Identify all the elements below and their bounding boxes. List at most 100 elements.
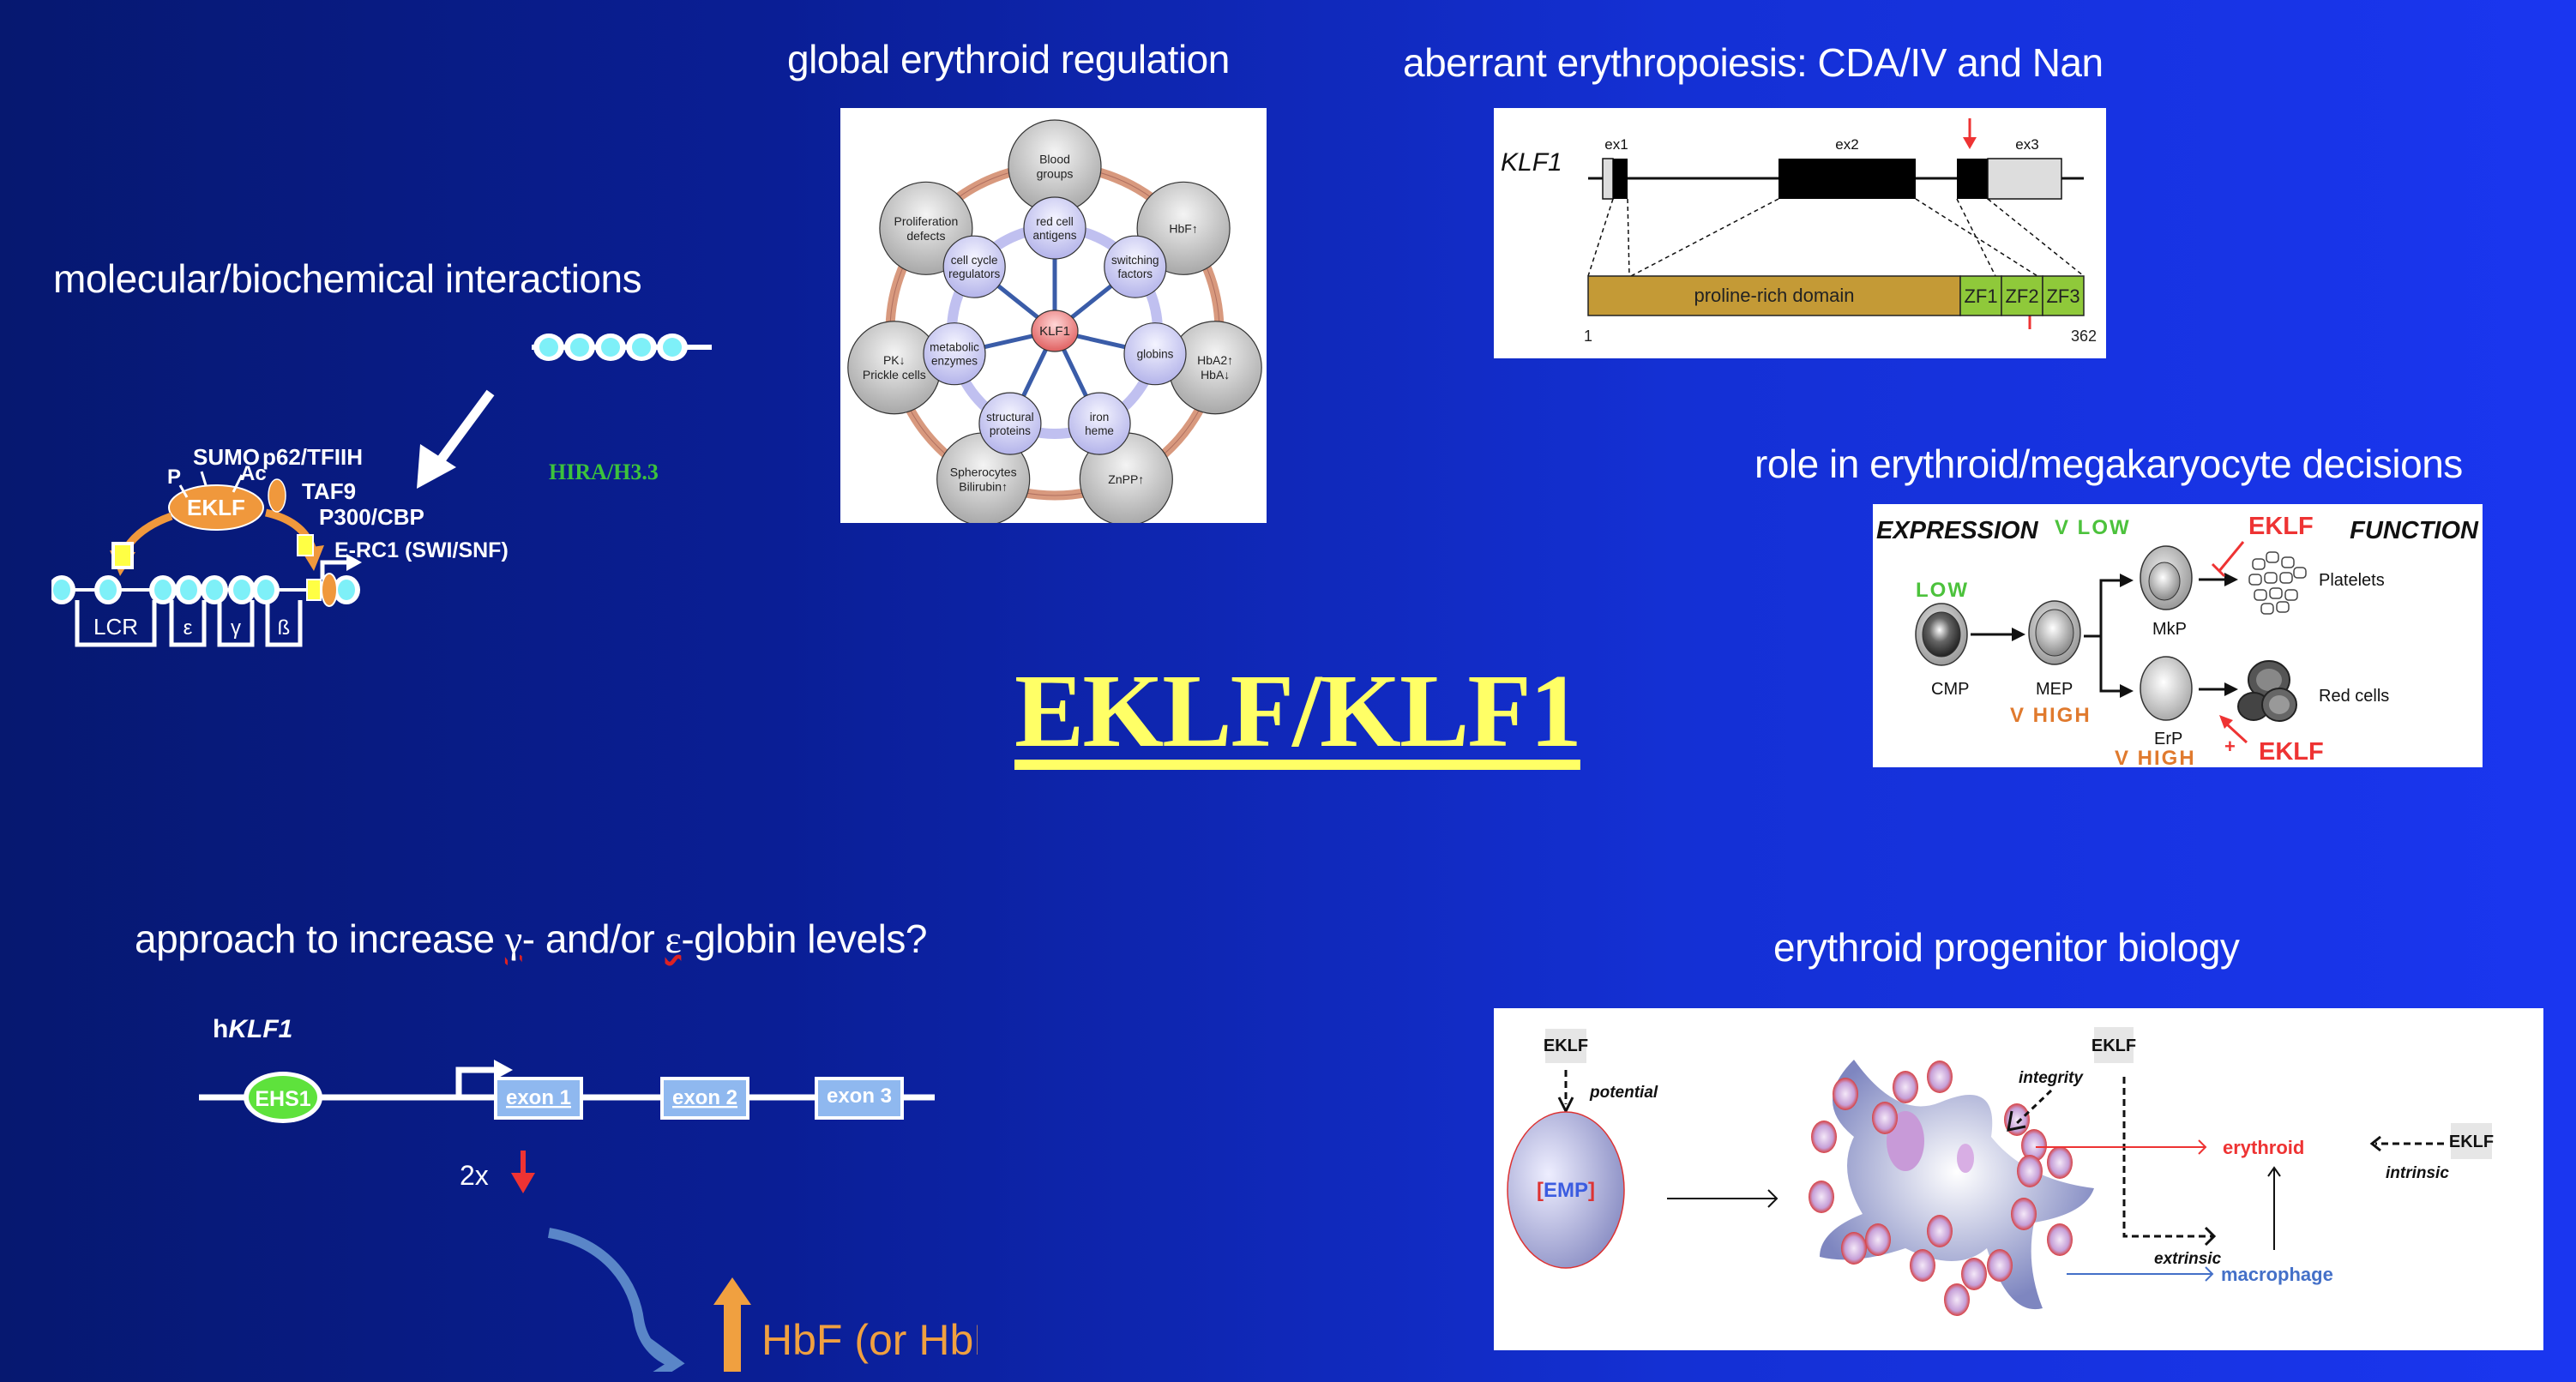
outer-node-label: groups [1037,167,1074,181]
outer-node: ZnPP↑ [1079,432,1173,523]
hklf1-promoter-arrow-icon [455,1060,513,1097]
exon1-utr [1602,158,1614,200]
partner-erc1: E-RC1 (SWI/SNF) [334,538,509,562]
red-cells-icon [2237,660,2297,722]
ehs1-enhancer: EHS1 [244,1072,322,1123]
red-blood-cell [1872,1102,1898,1134]
red-blood-cell [2017,1155,2043,1187]
intrinsic-label: intrinsic [2386,1164,2449,1182]
red-blood-cell [1893,1071,1918,1103]
red-blood-cell [2047,1223,2073,1256]
zf3-label: ZF3 [2046,285,2079,307]
partner-p300: P300/CBP [319,504,424,530]
heading-role-decisions: role in erythroid/megakaryocyte decision… [1754,442,2463,486]
outer-node-label: Proliferation [894,214,959,228]
nucleosome-array-icon [532,333,712,361]
extrinsic-arrow-icon [2122,1077,2217,1247]
integrity-arrow-icon [2007,1089,2053,1132]
red-blood-cell [2011,1198,2037,1230]
exon1-label: ex1 [1604,136,1628,153]
gene-label: KLF1 [1501,148,1562,177]
mep-cell [2028,600,2081,665]
progenitor-biology-diagram: EKLF EKLF EKLF potential [EMP] integrity [1507,1027,2494,1316]
erp-cell [2140,656,2193,721]
red-blood-cell [2021,1129,2047,1162]
intrinsic-arrow-icon [2369,1135,2444,1152]
locus-epsilon: ε [184,616,193,640]
mep-expression-vhigh: V HIGH [2010,704,2091,727]
red-cells-label: Red cells [2319,687,2389,706]
reduction-arrow-icon [511,1151,535,1193]
red-blood-cell [1865,1223,1891,1256]
eklf-label-potential: EKLF [1544,1036,1588,1055]
factor-square-right [297,534,314,556]
emp-label: [EMP] [1537,1179,1595,1202]
zinc-finger-3 [2042,275,2085,316]
mkp-expression-vlow: V LOW [2055,516,2131,539]
erythroblastic-island-icon [1809,1060,2094,1316]
inhibition-icon [2211,541,2245,578]
eklf-arrow-right-icon [264,508,324,571]
locus-lcr: LCR [93,614,138,640]
proline-rich-label: proline-rich domain [1694,285,1854,306]
outer-node-label: ZnPP↑ [1108,472,1144,486]
expression-heading: EXPRESSION [1876,517,2039,544]
exon2-label: ex2 [1835,136,1858,153]
mep-label: MEP [2036,680,2073,699]
outer-node-label: Spherocytes [950,465,1017,478]
acetyl-label: Ac [240,462,267,485]
red-blood-cell [1811,1121,1837,1153]
inner-node-label: regulators [948,267,1000,280]
heading-global-regulation: global erythroid regulation [787,37,1230,81]
outer-node-label: Bilirubin↑ [959,479,1008,493]
inner-node-label: cell cycle [951,254,998,267]
eklf-label-intrinsic: EKLF [2449,1133,2494,1151]
inner-node-label: enzymes [931,355,978,368]
curved-arrow-icon [547,1228,685,1372]
inner-node-label: structural [986,411,1034,424]
eklf-inhibit-label: EKLF [2248,513,2314,540]
page-title: EKLF/KLF1 [1014,653,1582,769]
inner-node-label: switching [1111,254,1159,267]
mkp-label: MkP [2152,620,2187,639]
inner-node-label: antigens [1032,229,1076,242]
klf1-gene-diagram: KLF1 ex1 ex2 ex3 pr [1501,118,2097,345]
exon3-label: ex3 [2015,136,2038,153]
hklf1-label: hKLF1 [213,1015,292,1043]
partner-p62: p62/TFIIH [262,444,363,470]
zf1-label: ZF1 [1964,285,1997,307]
hbf-outcome-label: HbF (or HbE) [761,1316,978,1364]
inner-node-label: factors [1118,267,1153,280]
integrity-label: integrity [2019,1069,2084,1087]
activation-arrow-icon [2219,715,2248,744]
epsilon-symbol: ε [665,917,682,961]
inner-node-label: metabolic [930,341,979,354]
molecular-interactions-diagram: HIRA/H3.3 EKLF P SUMO Ac p62/TFIIH TAF9 … [51,333,712,647]
red-blood-cell [1944,1283,1970,1316]
heading-approach: approach to increase γ- and/or ε-globin … [135,916,927,962]
outer-node-label: PK↓ [883,353,906,367]
hklf1-exon-1: exon 1 [494,1077,583,1120]
hklf1-gene-approach-diagram: hKLF1 EHS1 exon 1 exon 2 exon 3 2x HbF (… [199,1015,978,1372]
red-blood-cell [1910,1249,1935,1282]
red-blood-cell [1841,1232,1867,1265]
red-blood-cell [2047,1146,2073,1179]
partner-taf9: TAF9 [302,478,356,504]
exon1-coding [1613,159,1628,199]
inner-node-label: heme [1085,424,1114,437]
inner-node-label: globins [1137,348,1174,361]
exon-3-label: exon 3 [827,1085,892,1108]
locus-gamma: γ [231,616,241,640]
outer-node-label: defects [906,229,945,243]
exon-1-label: exon 1 [506,1086,571,1109]
gamma-symbol: γ [504,917,522,961]
outer-node-label: Blood [1039,153,1070,166]
inner-node-label: iron [1090,411,1110,424]
reduction-label: 2x [460,1160,489,1191]
role-panel: EXPRESSION FUNCTION LOW V LOW CMP MEP V … [1873,504,2483,767]
eklf-label: EKLF [187,495,245,520]
